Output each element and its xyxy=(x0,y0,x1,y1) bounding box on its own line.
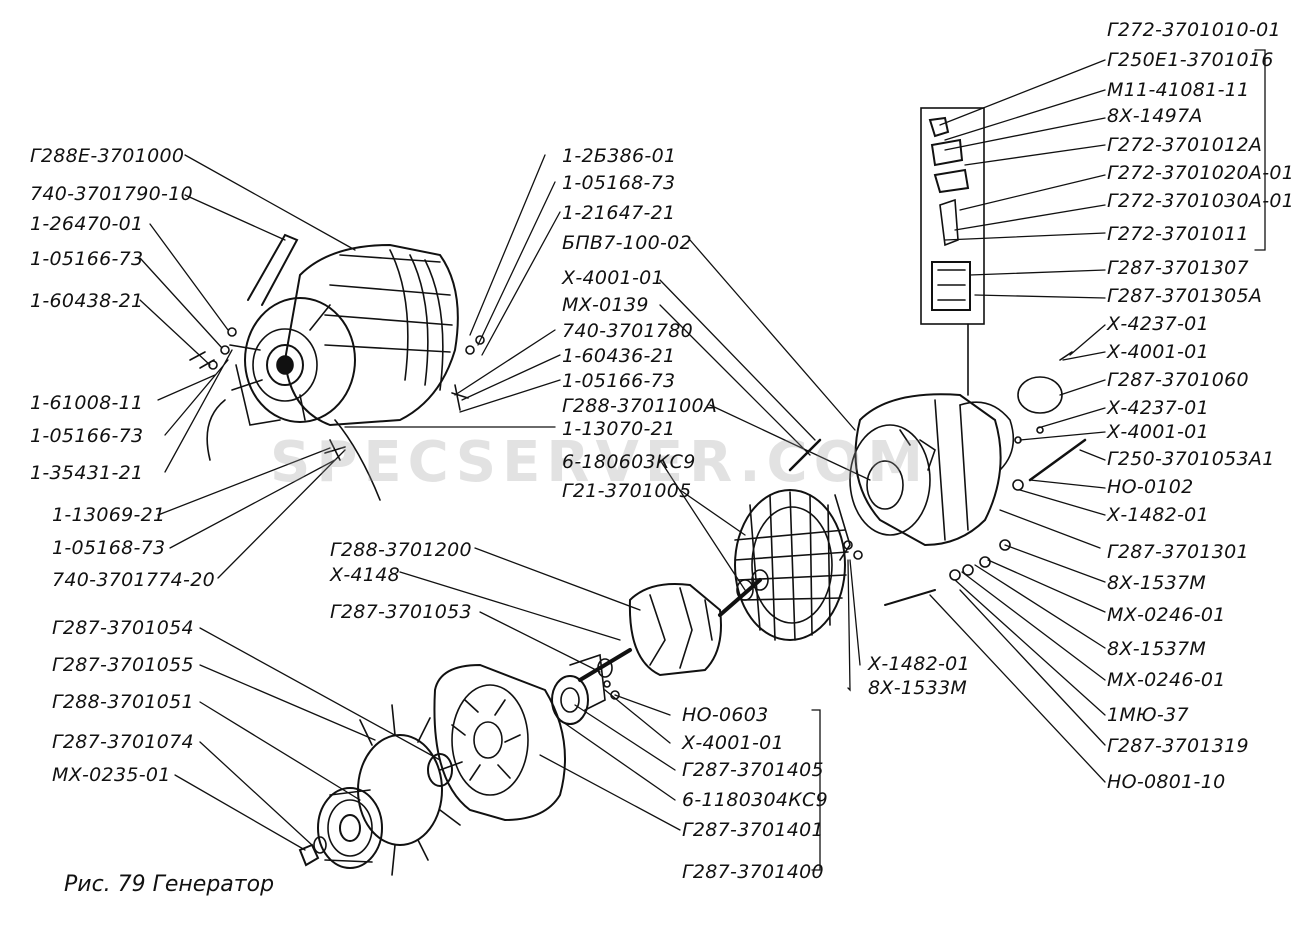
label-part: 1-13070-21 xyxy=(562,418,676,440)
label-part: Г287-3701305А xyxy=(1107,285,1263,307)
label-part: 1-21647-21 xyxy=(562,202,676,224)
label-part: 1-2Б386-01 xyxy=(562,145,677,167)
label-part: 6-1180304КС9 xyxy=(682,789,829,811)
label-part: Г287-3701055 xyxy=(52,654,194,676)
label-part: Г272-3701011 xyxy=(1107,223,1249,245)
label-part: Г272-3701030А-01 xyxy=(1107,190,1295,212)
label-part: Г288-3701051 xyxy=(52,691,194,713)
label-part: НО-0102 xyxy=(1107,476,1194,498)
label-part: 740-3701774-20 xyxy=(52,569,215,591)
assembled-generator xyxy=(189,233,485,501)
label-part: Х-4148 xyxy=(330,564,401,586)
label-part: Г272-3701020А-01 xyxy=(1107,162,1295,184)
label-part: Г287-3701301 xyxy=(1107,541,1249,563)
label-part: Х-1482-01 xyxy=(1107,504,1209,526)
label-part: Х-1482-01 xyxy=(868,653,970,675)
label-part: Г287-3701405 xyxy=(682,759,824,781)
label-part: 1-60436-21 xyxy=(562,345,676,367)
label-part: Г287-3701307 xyxy=(1107,257,1249,279)
label-part: 8Х-1533М xyxy=(868,677,968,699)
label-part: Г287-3701319 xyxy=(1107,735,1249,757)
label-part: 1-61008-11 xyxy=(30,392,144,414)
label-part: Х-4237-01 xyxy=(1107,397,1209,419)
label-part: Х-4237-01 xyxy=(1107,313,1209,335)
label-part: 1-05166-73 xyxy=(30,425,144,447)
label-part: 1-60438-21 xyxy=(30,290,144,312)
label-part: 8Х-1497А xyxy=(1107,105,1203,127)
label-part: 6-180603КС9 xyxy=(562,451,696,473)
rear-housing xyxy=(788,351,1087,606)
fan-and-pulley xyxy=(298,704,463,876)
label-part: 1-26470-01 xyxy=(30,213,144,235)
label-part: 740-3701790-10 xyxy=(30,183,193,205)
label-part: Г287-3701074 xyxy=(52,731,194,753)
label-part: 1МЮ-37 xyxy=(1107,704,1189,726)
label-part: Г288-3701100А xyxy=(562,395,718,417)
label-part: 1-35431-21 xyxy=(30,462,144,484)
label-part: 1-13069-21 xyxy=(52,504,166,526)
label-part: Х-4001-01 xyxy=(562,267,664,289)
label-part: 1-05168-73 xyxy=(562,172,676,194)
label-part: Г287-3701053 xyxy=(330,601,472,623)
label-part: 1-05166-73 xyxy=(30,248,144,270)
front-housing xyxy=(427,653,620,822)
label-part: Г287-3701054 xyxy=(52,617,194,639)
label-part: Г287-3701401 xyxy=(682,819,824,841)
label-part: БПВ7-100-02 xyxy=(562,232,692,254)
label-part: Х-4001-01 xyxy=(1107,421,1209,443)
rotor xyxy=(578,569,769,682)
label-part: Г287-3701060 xyxy=(1107,369,1249,391)
label-part: Г287-3701400 xyxy=(682,861,824,883)
label-part: 1-05166-73 xyxy=(562,370,676,392)
brush-regulator-inset xyxy=(920,107,985,396)
label-part: Г250Е1-3701016 xyxy=(1107,49,1274,71)
label-part: Г250-3701053А1 xyxy=(1107,448,1275,470)
leader-lines xyxy=(139,49,1266,871)
label-part: 8Х-1537М xyxy=(1107,572,1207,594)
label-part: МХ-0246-01 xyxy=(1107,604,1226,626)
label-part: 740-3701780 xyxy=(562,320,694,342)
label-part: 1-05168-73 xyxy=(52,537,166,559)
label-part: Х-4001-01 xyxy=(682,732,784,754)
label-part: МХ-0235-01 xyxy=(52,764,171,786)
label-part: Г272-3701010-01 xyxy=(1107,19,1281,41)
stator xyxy=(734,489,851,641)
label-part: МХ-0139 xyxy=(562,294,649,316)
label-part: М11-41081-11 xyxy=(1107,79,1250,101)
label-part: Х-4001-01 xyxy=(1107,341,1209,363)
label-part: МХ-0246-01 xyxy=(1107,669,1226,691)
label-part: Г21-3701005 xyxy=(562,480,692,502)
label-generator-assembly: Г288Е-3701000 xyxy=(30,145,185,167)
label-part: 8Х-1537М xyxy=(1107,638,1207,660)
label-part: Г288-3701200 xyxy=(330,539,472,561)
label-part: НО-0603 xyxy=(682,704,769,726)
figure-caption: Рис. 79 Генератор xyxy=(64,872,275,897)
label-part: Г272-3701012А xyxy=(1107,134,1263,156)
label-part: НО-0801-10 xyxy=(1107,771,1226,793)
watermark: SPECSERVER.COM xyxy=(270,430,929,495)
